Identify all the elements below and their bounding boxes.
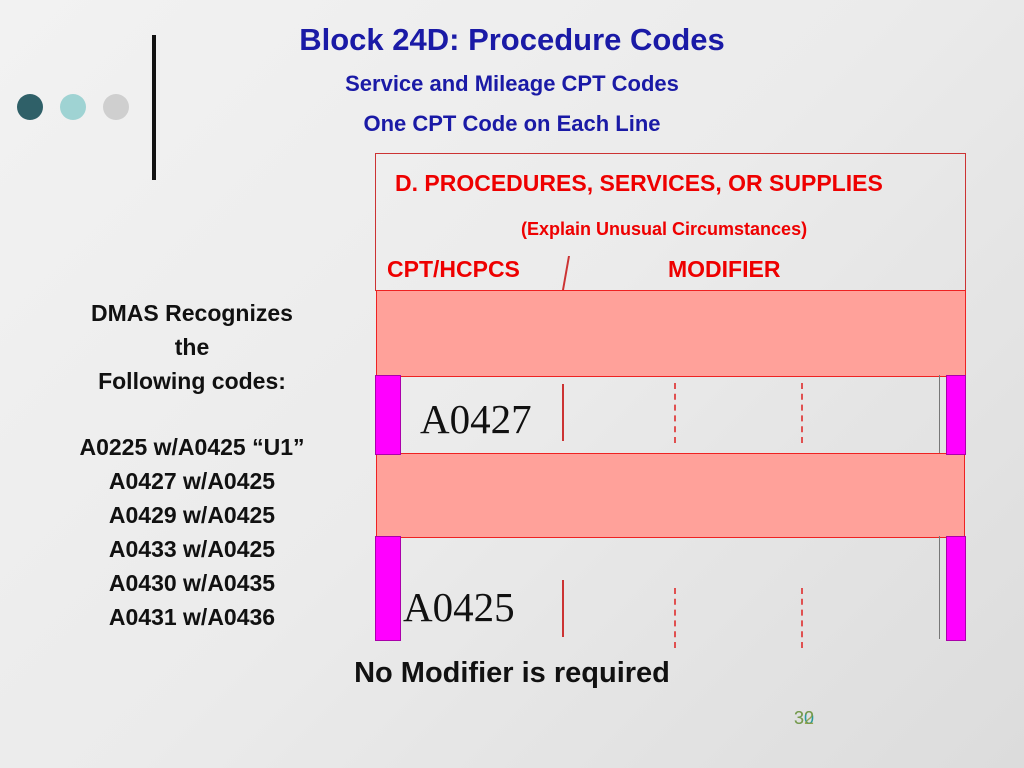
cpt-code-row-2: A0425 <box>403 584 515 630</box>
procedures-subheading: (Explain Unusual Circumstances) <box>521 219 808 239</box>
decor-vertical-bar <box>152 35 156 180</box>
cpt-hcpcs-label: CPT/HCPCS <box>387 256 520 282</box>
shaded-row-band <box>376 290 966 377</box>
decor-dot-dark <box>17 94 43 120</box>
code-pair-item: A0431 w/A0436 <box>108 604 276 630</box>
cpt-code-row-1: A0427 <box>420 396 532 442</box>
row-side-bar-right <box>946 375 966 455</box>
row-inner-line <box>939 536 940 639</box>
slide-subtitle-one-code: One CPT Code on Each Line <box>363 111 661 136</box>
shaded-row-band <box>376 453 965 538</box>
dmas-line-1: DMAS Recognizes <box>91 300 293 326</box>
dmas-line-2: the <box>174 334 210 360</box>
code-pair-item: A0225 w/A0425 “U1” <box>79 434 305 460</box>
recognized-codes-list: A0225 w/A0425 “U1” A0427 w/A0425 A0429 w… <box>40 430 344 634</box>
code-pair-item: A0429 w/A0425 <box>108 502 276 528</box>
modifier-dash-divider <box>801 588 803 648</box>
procedures-form-box <box>375 153 966 291</box>
slide-subtitle-mileage: Service and Mileage CPT Codes <box>345 71 679 96</box>
row-side-bar-right <box>946 536 966 641</box>
slide-title: Block 24D: Procedure Codes <box>299 22 725 57</box>
page-number-back: 30 <box>794 708 815 728</box>
modifier-label: MODIFIER <box>668 256 781 282</box>
row-side-bar-left <box>375 375 401 455</box>
no-modifier-note: No Modifier is required <box>354 657 670 689</box>
modifier-dash-divider <box>801 383 803 443</box>
row-side-bar-left <box>375 536 401 641</box>
procedures-heading: D. PROCEDURES, SERVICES, OR SUPPLIES <box>395 170 883 196</box>
code-pair-item: A0430 w/A0435 <box>108 570 276 596</box>
decor-dot-gray <box>103 94 129 120</box>
page-number-front: 32 <box>794 708 815 728</box>
row-inner-line <box>939 375 940 453</box>
dmas-line-3: Following codes: <box>98 368 286 394</box>
modifier-dash-divider <box>674 383 676 443</box>
dmas-recognizes-text: DMAS Recognizes the Following codes: <box>40 296 344 398</box>
code-modifier-separator <box>562 580 564 637</box>
decor-dot-teal <box>60 94 86 120</box>
code-pair-item: A0427 w/A0425 <box>108 468 276 494</box>
code-modifier-separator <box>562 384 564 441</box>
modifier-dash-divider <box>674 588 676 648</box>
code-pair-item: A0433 w/A0425 <box>108 536 276 562</box>
